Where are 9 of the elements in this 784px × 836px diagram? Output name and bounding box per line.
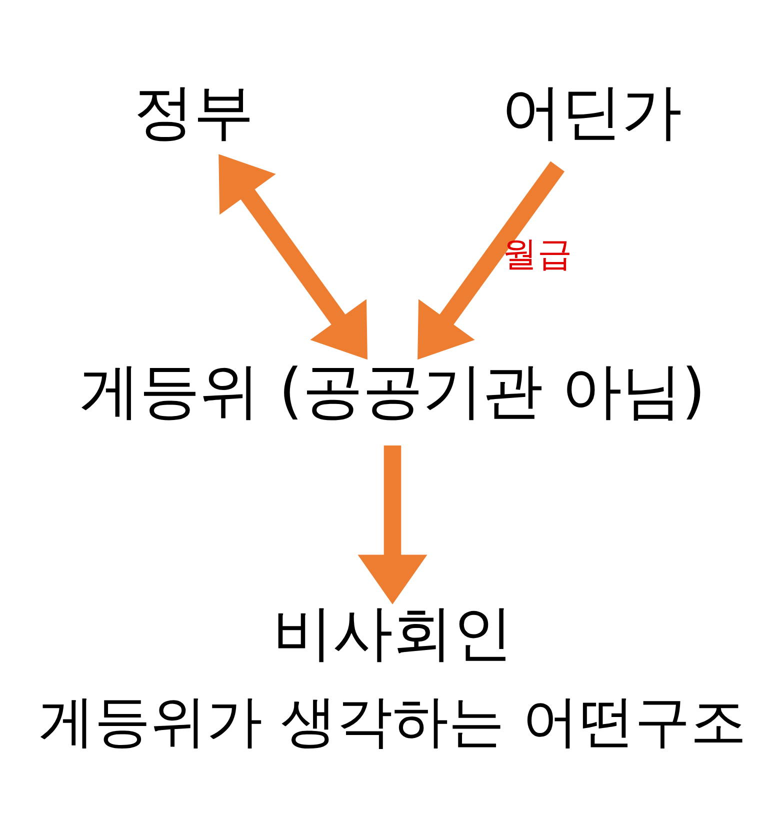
arrow: [357, 446, 427, 604]
node-text: 비사회인: [272, 598, 512, 668]
node-text: 어딘가: [500, 78, 681, 148]
node-text: 정부: [133, 78, 254, 148]
arrow: [417, 161, 564, 360]
node-text: 게등위 (공공기관 아님): [79, 356, 705, 426]
arrow: [218, 154, 367, 360]
caption: 게등위가 생각하는 어떤구조: [38, 690, 746, 755]
edge-label: 월급: [502, 234, 572, 274]
